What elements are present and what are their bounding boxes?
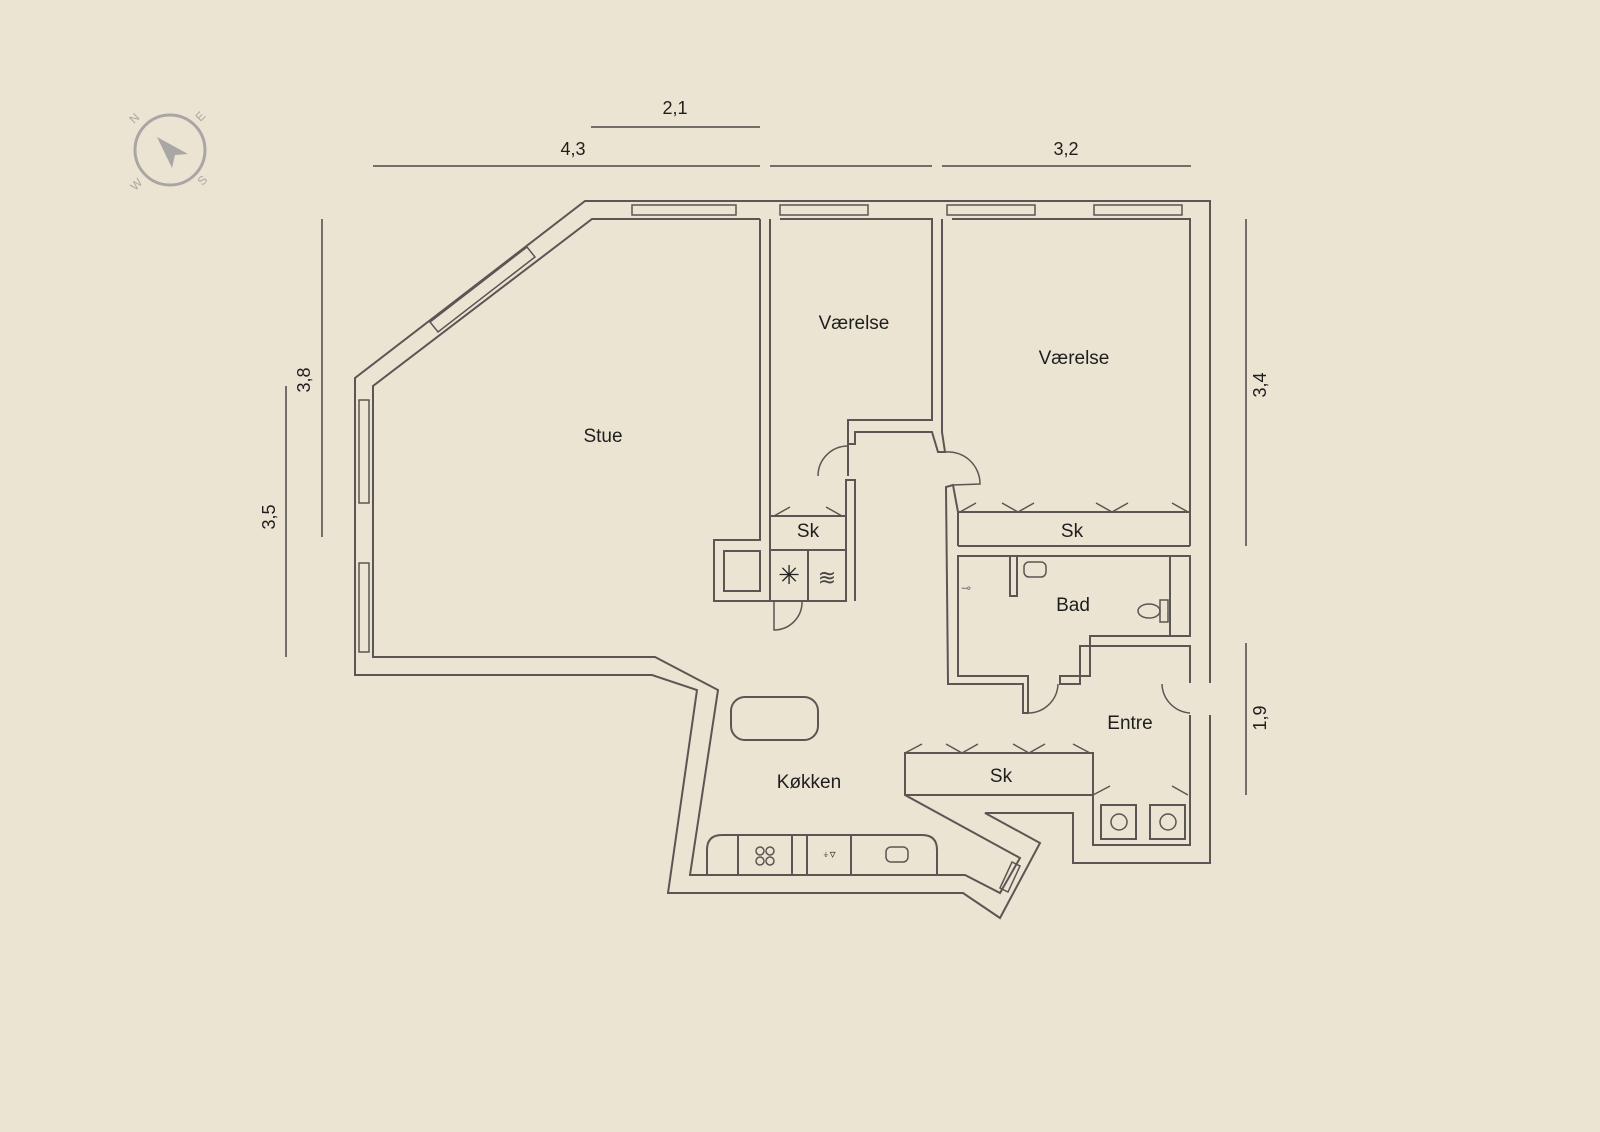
room-label-bad: Bad <box>1056 595 1090 616</box>
compass-w: W <box>127 175 145 193</box>
door-swing <box>1161 683 1191 714</box>
windows <box>358 204 1183 894</box>
kitchen-island <box>730 696 819 741</box>
room-label-vaerelse-1: Værelse <box>819 313 890 334</box>
dim-left-inner: 3,5 <box>259 504 279 529</box>
bath-sink-icon <box>1023 561 1047 578</box>
window <box>428 245 537 334</box>
door-swing <box>944 451 981 486</box>
door-swing <box>773 600 803 631</box>
toilet-icon <box>1137 603 1161 619</box>
stove-icon <box>755 846 775 866</box>
fixtures: ⍖▿ ⊸ ✳ ≋ <box>755 561 1169 866</box>
dryer-icon <box>1159 813 1177 831</box>
walls <box>354 200 1211 920</box>
room-label-sk-2: Sk <box>1061 521 1084 542</box>
window <box>631 204 737 216</box>
room-label-sk-3: Sk <box>990 766 1013 787</box>
dishwasher-icon: ⍖▿ <box>822 847 835 861</box>
compass-ring <box>133 113 207 187</box>
shower-icon: ⊸ <box>961 581 971 595</box>
dim-right-lower: 1,9 <box>1250 705 1270 730</box>
window <box>779 204 869 216</box>
washer-icon <box>1110 813 1128 831</box>
window <box>999 860 1021 894</box>
dim-left-outer: 3,8 <box>294 367 314 392</box>
window <box>358 562 370 653</box>
dimension-lines: 2,1 4,3 3,2 3,8 3,5 3,4 1,9 <box>259 98 1270 795</box>
wardrobe-door-marks <box>773 502 1189 796</box>
compass-s: S <box>195 173 211 189</box>
compass-e: E <box>193 109 209 125</box>
window <box>1093 204 1183 216</box>
compass-n: N <box>126 110 142 126</box>
heater-icon: ✳ <box>778 561 800 591</box>
door-swing <box>817 445 849 477</box>
water-heater-icon: ≋ <box>818 566 836 591</box>
room-label-vaerelse-2: Værelse <box>1039 348 1110 369</box>
dim-top-left: 4,3 <box>560 139 585 159</box>
compass: N E S W <box>126 109 210 194</box>
dim-right-upper: 3,4 <box>1250 372 1270 397</box>
dim-top-right: 3,2 <box>1053 139 1078 159</box>
compass-arrow-icon <box>157 137 188 168</box>
door-swing <box>1027 683 1059 714</box>
window <box>946 204 1036 216</box>
room-label-sk-1: Sk <box>797 521 820 542</box>
room-label-kokken: Køkken <box>777 772 841 793</box>
dim-top-short: 2,1 <box>662 98 687 118</box>
window <box>358 399 370 504</box>
room-label-stue: Stue <box>583 426 622 447</box>
kitchen-sink-icon <box>885 846 909 863</box>
room-labels: Stue Værelse Værelse Sk Sk Bad Entre Køk… <box>583 313 1152 793</box>
doors <box>773 445 1191 796</box>
room-label-entre: Entre <box>1107 713 1152 734</box>
